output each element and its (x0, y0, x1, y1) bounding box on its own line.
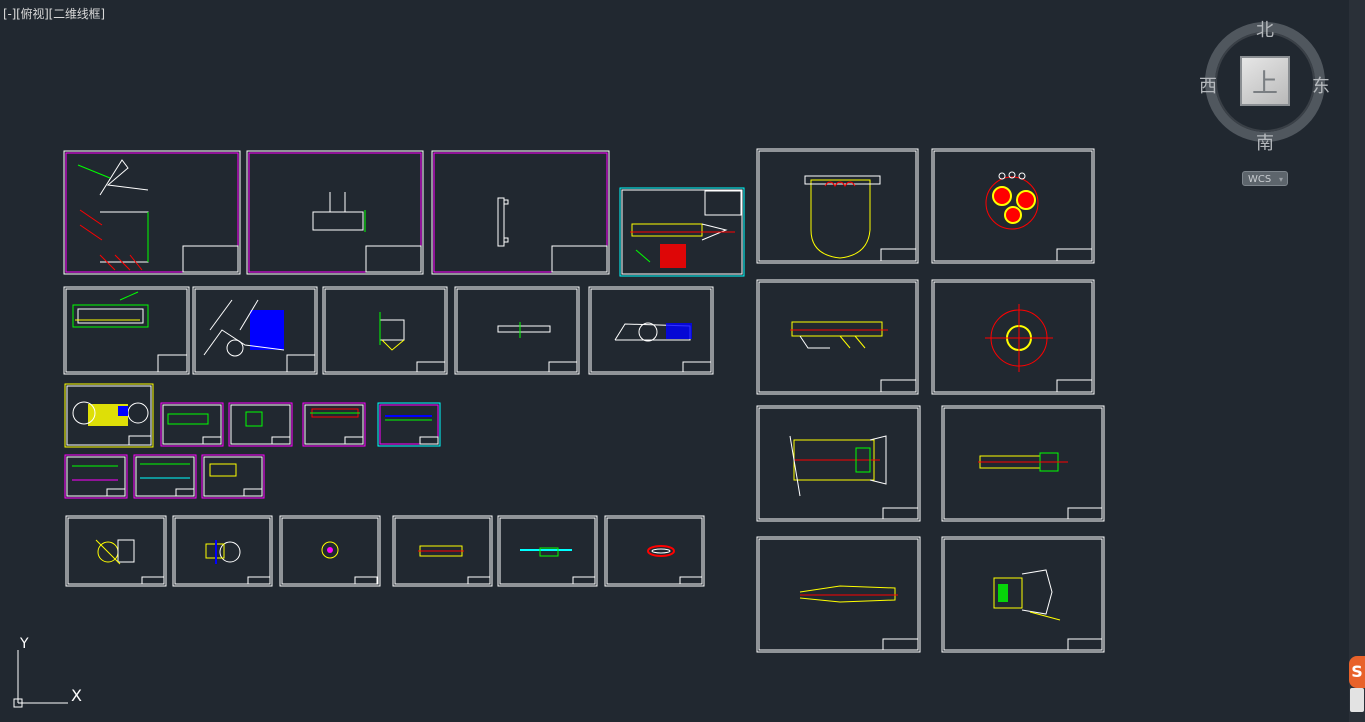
sheet-4[interactable] (619, 187, 745, 277)
sheet-10[interactable] (454, 286, 580, 375)
sheet-31[interactable] (941, 536, 1105, 653)
sheet-11[interactable] (588, 286, 714, 375)
sheet-16[interactable] (228, 402, 293, 447)
sheet-21[interactable] (201, 454, 265, 499)
sheet-2[interactable] (246, 150, 424, 275)
sheet-8[interactable] (192, 286, 318, 375)
compass-north[interactable]: 北 (1256, 20, 1274, 41)
sheet-1[interactable] (63, 150, 241, 275)
sheet-9[interactable] (322, 286, 448, 375)
sheet-7[interactable] (63, 286, 190, 375)
compass-east[interactable]: 东 (1312, 76, 1330, 97)
sheet-3[interactable] (431, 150, 610, 275)
viewcube-face-label: 上 (1251, 68, 1278, 99)
sheet-23[interactable] (172, 515, 273, 587)
scrollbar-thumb[interactable] (1350, 688, 1364, 712)
sheet-6[interactable] (931, 148, 1095, 264)
ucs-icon (13, 650, 68, 708)
sheet-14[interactable] (64, 383, 154, 448)
input-method-icon[interactable]: S (1349, 656, 1365, 688)
sheet-19[interactable] (64, 454, 128, 499)
sheet-5[interactable] (756, 148, 919, 264)
viewport-controls-label[interactable]: [-][俯视][二维线框] (3, 7, 105, 21)
compass-west[interactable]: 西 (1199, 76, 1217, 97)
viewcube-compass-ring[interactable] (1195, 14, 1340, 164)
sheet-24[interactable] (279, 515, 381, 587)
viewcube[interactable]: 北 西 东 南 上 WCS ▾ (1195, 14, 1340, 194)
chevron-down-icon: ▾ (1278, 175, 1283, 184)
sheet-12[interactable] (756, 279, 919, 395)
sheet-13[interactable] (931, 279, 1095, 395)
ucs-y-label: Y (19, 636, 29, 652)
sheet-30[interactable] (756, 536, 921, 653)
sheet-28[interactable] (756, 405, 921, 522)
sheet-27[interactable] (604, 515, 705, 587)
sheet-26[interactable] (497, 515, 598, 587)
wcs-menu-button[interactable]: WCS ▾ (1242, 171, 1288, 186)
sheet-20[interactable] (133, 454, 197, 499)
sheet-17[interactable] (302, 402, 366, 447)
viewcube-top-face[interactable]: 上 (1240, 56, 1290, 106)
wcs-label: WCS (1248, 174, 1272, 185)
vertical-scrollbar[interactable] (1349, 0, 1365, 722)
sheet-18[interactable] (377, 402, 441, 447)
ucs-x-label: X (71, 686, 82, 705)
sheet-29[interactable] (941, 405, 1105, 522)
sheet-15[interactable] (160, 402, 224, 447)
sheet-22[interactable] (65, 515, 167, 587)
compass-south[interactable]: 南 (1256, 133, 1274, 154)
sheet-25[interactable] (392, 515, 493, 587)
